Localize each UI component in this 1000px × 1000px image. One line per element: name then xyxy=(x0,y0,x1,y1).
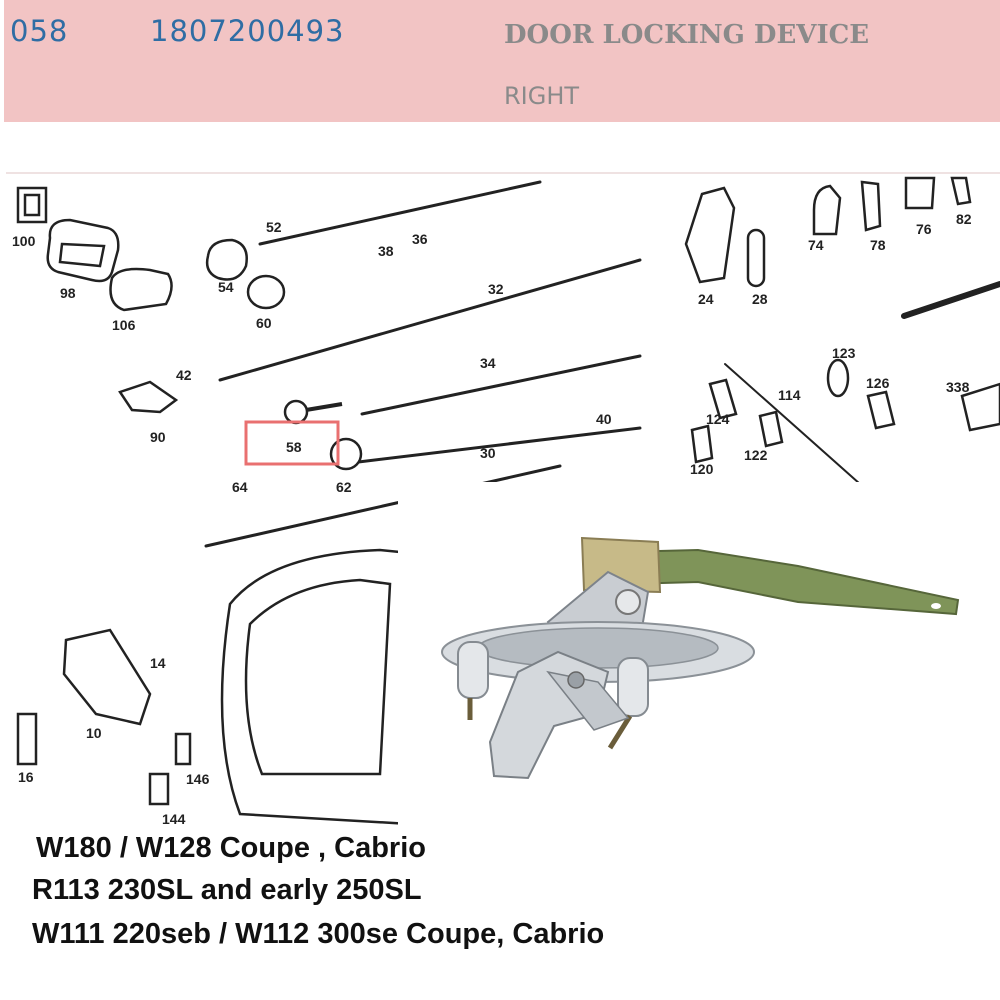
callout-74: 74 xyxy=(808,237,824,253)
callout-60: 60 xyxy=(256,315,272,331)
callout-28: 28 xyxy=(752,291,768,307)
fitment-line-3: W111 220seb / W112 300se Coupe, Cabrio xyxy=(32,918,605,950)
callout-38: 38 xyxy=(378,243,394,259)
callout-144: 144 xyxy=(162,811,186,827)
callout-106: 106 xyxy=(112,317,136,333)
header-divider xyxy=(6,172,1000,174)
callout-40: 40 xyxy=(596,411,612,427)
callout-114: 114 xyxy=(778,387,801,403)
callout-30: 30 xyxy=(480,445,496,461)
callout-82: 82 xyxy=(956,211,972,227)
callout-16: 16 xyxy=(18,769,34,785)
door-locking-device-photo xyxy=(441,536,960,780)
callout-52: 52 xyxy=(266,219,282,235)
callout-123: 123 xyxy=(832,345,856,361)
callout-32: 32 xyxy=(488,281,504,297)
part-header: 058 1807200493 DOOR LOCKING DEVICE RIGHT xyxy=(4,0,1000,122)
callout-76: 76 xyxy=(916,221,932,237)
callout-54: 54 xyxy=(218,279,234,295)
callout-14: 14 xyxy=(150,655,166,671)
callout-100: 100 xyxy=(12,233,36,249)
callout-98: 98 xyxy=(60,285,76,301)
position-number: 058 xyxy=(10,14,69,48)
callout-126: 126 xyxy=(866,375,890,391)
callout-10: 10 xyxy=(86,725,102,741)
part-side: RIGHT xyxy=(504,82,580,110)
exploded-parts-diagram: 100 98 106 52 54 60 38 36 32 42 90 58 64… xyxy=(12,176,1000,827)
callout-122: 122 xyxy=(744,447,768,463)
highlight-58-box xyxy=(244,420,340,466)
callout-64: 64 xyxy=(232,479,248,495)
callout-120: 120 xyxy=(690,461,714,477)
vehicle-fitment-caption: W180 / W128 Coupe , Cabrio R113 230SL an… xyxy=(18,826,604,956)
part-description: DOOR LOCKING DEVICE xyxy=(504,20,870,50)
callout-24: 24 xyxy=(698,291,714,307)
callout-62: 62 xyxy=(336,479,352,495)
callout-58: 58 xyxy=(286,439,302,455)
fitment-line-2: R113 230SL and early 250SL xyxy=(32,874,422,906)
part-number: 1807200493 xyxy=(150,14,345,48)
callout-42: 42 xyxy=(176,367,192,383)
callout-124: 124 xyxy=(706,411,730,427)
callout-146: 146 xyxy=(186,771,210,787)
callout-78: 78 xyxy=(870,237,886,253)
callout-338: 338 xyxy=(946,379,970,395)
fitment-line-1: W180 / W128 Coupe , Cabrio xyxy=(36,832,426,864)
callout-36: 36 xyxy=(412,231,428,247)
callout-34: 34 xyxy=(480,355,496,371)
part-photo-panel xyxy=(398,482,980,828)
callout-90: 90 xyxy=(150,429,166,445)
